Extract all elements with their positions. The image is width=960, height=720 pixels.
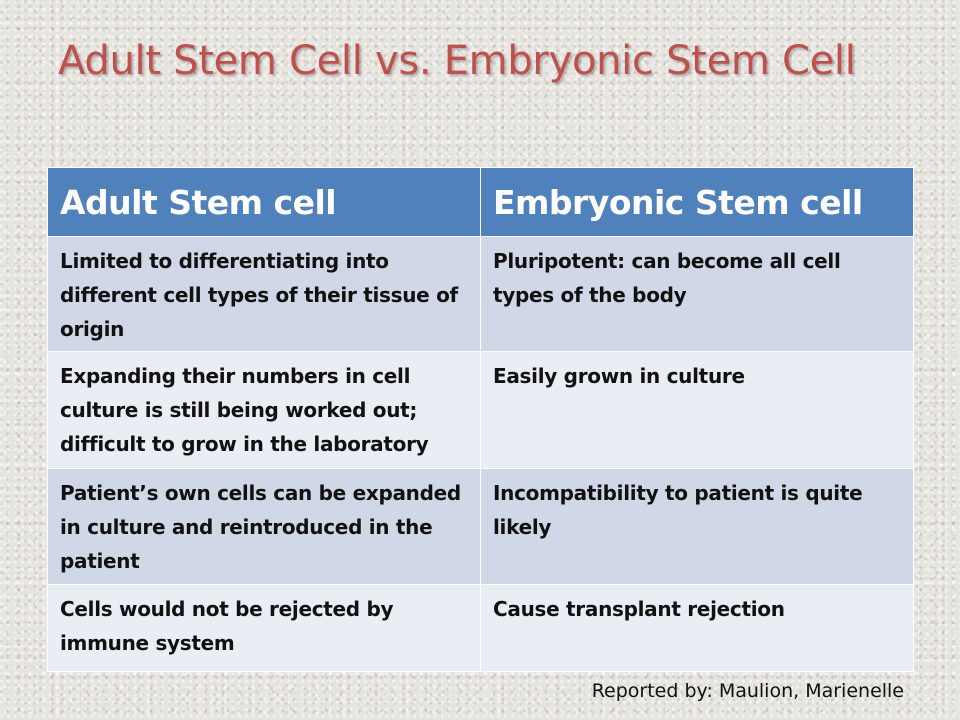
table-row: Limited to differentiating into differen… <box>47 236 914 352</box>
adult-cell-differentiation: Limited to differentiating into differen… <box>47 236 481 352</box>
header-embryonic-stem-cell: Embryonic Stem cell <box>480 167 914 237</box>
table-row: Patient’s own cells can be expanded in c… <box>47 468 914 585</box>
embryonic-cell-rejection: Cause transplant rejection <box>480 584 914 672</box>
adult-cell-culture: Expanding their numbers in cell culture … <box>47 351 481 469</box>
table-row: Expanding their numbers in cell culture … <box>47 351 914 469</box>
comparison-table: Adult Stem cell Embryonic Stem cell Limi… <box>47 167 914 672</box>
embryonic-cell-culture: Easily grown in culture <box>480 351 914 469</box>
embryonic-cell-differentiation: Pluripotent: can become all cell types o… <box>480 236 914 352</box>
adult-cell-patient-compatibility: Patient’s own cells can be expanded in c… <box>47 468 481 585</box>
adult-cell-rejection: Cells would not be rejected by immune sy… <box>47 584 481 672</box>
table-row: Cells would not be rejected by immune sy… <box>47 584 914 672</box>
header-adult-stem-cell: Adult Stem cell <box>47 167 481 237</box>
slide-title: Adult Stem Cell vs. Embryonic Stem Cell <box>58 38 856 84</box>
table-header-row: Adult Stem cell Embryonic Stem cell <box>47 167 914 237</box>
embryonic-cell-patient-compatibility: Incompatibility to patient is quite like… <box>480 468 914 585</box>
reporter-credit: Reported by: Maulion, Marienelle <box>591 680 904 702</box>
